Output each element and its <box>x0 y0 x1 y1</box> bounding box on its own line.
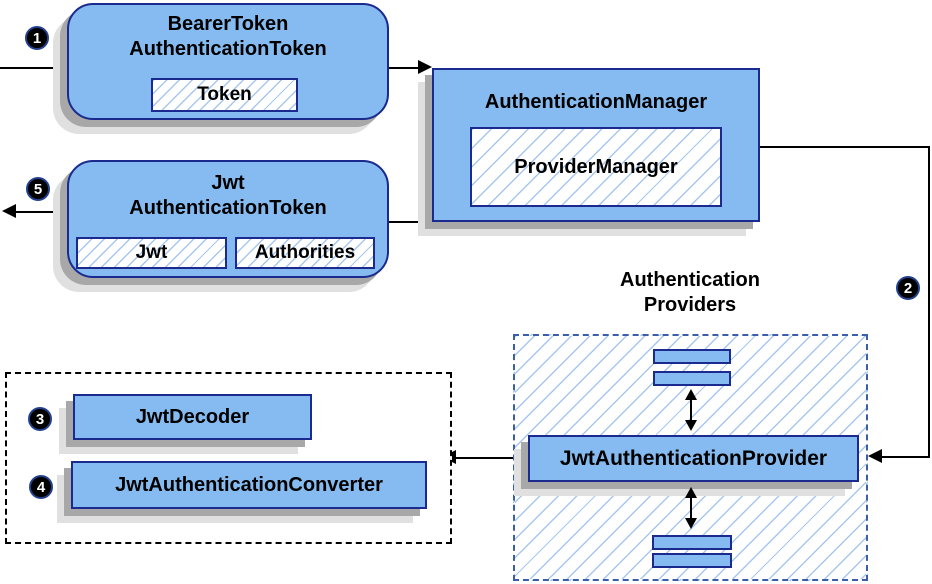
flow-line-step2-horizontal <box>759 146 930 148</box>
field-provider-manager-label: ProviderManager <box>514 155 678 178</box>
step-badge-2-number: 2 <box>903 279 913 297</box>
node-jwt-decoder: JwtDecoder <box>73 394 312 440</box>
step-badge-2: 2 <box>896 276 920 300</box>
field-authorities: Authorities <box>235 237 375 269</box>
field-authorities-label: Authorities <box>254 242 356 263</box>
flow-line-bearer-to-manager <box>389 67 420 69</box>
jwt-token-title-line2: AuthenticationToken <box>129 197 327 219</box>
authentication-providers-label: Authentication Providers <box>565 268 815 318</box>
flow-line-request-in <box>0 67 68 69</box>
bearer-token-title-line2: AuthenticationToken <box>129 38 327 60</box>
jwt-authentication-converter-label: JwtAuthenticationConverter <box>115 473 383 496</box>
step-badge-5: 5 <box>26 177 50 201</box>
authentication-manager-title: AuthenticationManager <box>484 91 708 113</box>
arrowhead-right-icon <box>418 60 432 74</box>
arrowhead-up-icon <box>685 487 697 498</box>
jwt-token-title-line1: Jwt <box>211 172 245 194</box>
double-arrow-line <box>690 398 692 422</box>
step-badge-5-number: 5 <box>33 180 43 198</box>
arrowhead-left-icon <box>2 204 16 218</box>
step-badge-3: 3 <box>28 407 52 431</box>
step-badge-4: 4 <box>29 475 53 499</box>
double-arrow-line <box>690 496 692 520</box>
jwt-authentication-provider-label: JwtAuthenticationProvider <box>559 446 828 470</box>
field-jwt-label: Jwt <box>135 242 168 263</box>
step-badge-1-number: 1 <box>32 29 42 47</box>
flow-line-step2-vertical <box>928 146 930 458</box>
node-jwt-authentication-provider: JwtAuthenticationProvider <box>528 435 859 482</box>
flow-line-manager-to-jwt-token <box>388 221 434 223</box>
jwt-decoder-label: JwtDecoder <box>135 405 250 428</box>
step-badge-1: 1 <box>25 26 49 50</box>
field-token: Token <box>151 78 298 112</box>
arrowhead-left-icon <box>868 449 882 463</box>
node-jwt-authentication-converter: JwtAuthenticationConverter <box>71 461 427 509</box>
flow-line-step2-into-provider <box>882 456 930 458</box>
provider-placeholder-rect <box>653 371 731 386</box>
arrowhead-down-icon <box>685 518 697 529</box>
step-badge-4-number: 4 <box>36 478 46 496</box>
flow-line-response-out <box>14 211 68 213</box>
providers-label-line2: Providers <box>643 294 737 316</box>
step-badge-3-number: 3 <box>35 410 45 428</box>
provider-placeholder-rect <box>652 553 732 568</box>
flow-line-provider-to-decoder <box>456 457 528 459</box>
providers-label-line1: Authentication <box>620 269 760 291</box>
arrowhead-up-icon <box>685 389 697 400</box>
arrowhead-down-icon <box>685 420 697 431</box>
field-jwt: Jwt <box>76 237 227 269</box>
bearer-token-title-line1: BearerToken <box>167 13 289 35</box>
field-token-label: Token <box>197 84 252 105</box>
provider-placeholder-rect <box>653 349 731 364</box>
provider-placeholder-rect <box>652 535 732 550</box>
field-provider-manager: ProviderManager <box>470 127 722 207</box>
